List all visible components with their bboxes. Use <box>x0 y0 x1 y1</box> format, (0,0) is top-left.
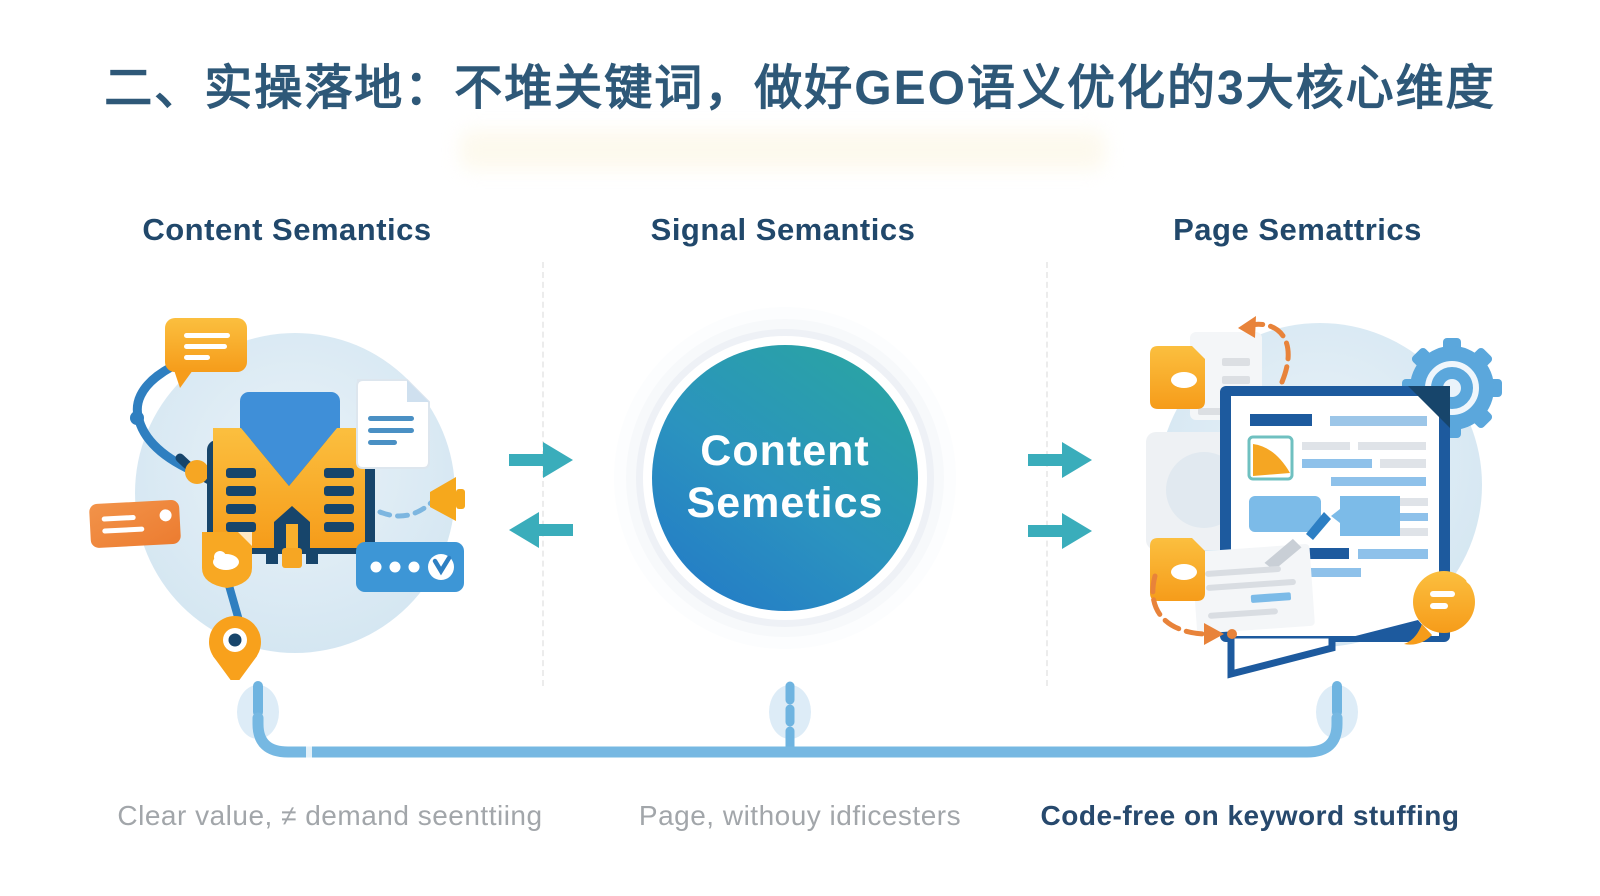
column-header-signal-semantics: Signal Semantics <box>650 212 916 247</box>
curved-arrow-icon-top <box>1238 316 1291 385</box>
file-icon-bottom <box>1150 538 1205 601</box>
arrow-center-to-right-icon-2 <box>1028 513 1092 549</box>
chat-dots-card-icon <box>356 542 464 592</box>
caption-content-semantics: Clear value, ≠ demand seenttiing <box>117 800 543 831</box>
center-concept-circle: Content Semetics <box>652 345 918 611</box>
column-header-page-semattrics: Page Semattrics <box>1173 212 1422 247</box>
webpage-icon <box>1220 386 1450 679</box>
arrow-left-to-center-icon <box>509 442 573 478</box>
document-icon <box>356 379 430 469</box>
ghost-text-band <box>460 130 1105 170</box>
shield-icon <box>202 532 252 588</box>
file-icon-top <box>1150 346 1205 409</box>
page-title: 二、实操落地：不堆关键词，做好GEO语义优化的3大核心维度 <box>104 62 1496 115</box>
chat-bubble-icon <box>1404 571 1475 645</box>
center-circle-line2: Semetics <box>686 479 884 527</box>
megaphone-icon <box>430 477 465 521</box>
center-circle-line1: Content <box>700 427 870 476</box>
chat-bubble-icon <box>165 318 247 388</box>
column-header-content-semantics: Content Semantics <box>142 212 432 247</box>
content-semantics-illustration <box>89 318 465 680</box>
caption-signal-semantics: Page, withouy idficesters <box>638 800 962 831</box>
map-pin-icon <box>209 616 261 680</box>
notes-icon <box>1191 538 1315 634</box>
curved-arrow-icon-bottom <box>1150 573 1237 645</box>
bottom-bracket-connector <box>237 681 1388 759</box>
building-icon <box>207 392 375 568</box>
message-card-icon <box>89 500 181 548</box>
column-divider-right <box>1046 262 1048 686</box>
page-semantics-illustration <box>1146 316 1502 679</box>
caption-page-semattrics: Code-free on keyword stuffing <box>1040 800 1460 831</box>
arrow-center-to-right-icon <box>1028 442 1092 478</box>
arrow-center-to-left-icon <box>509 512 573 548</box>
